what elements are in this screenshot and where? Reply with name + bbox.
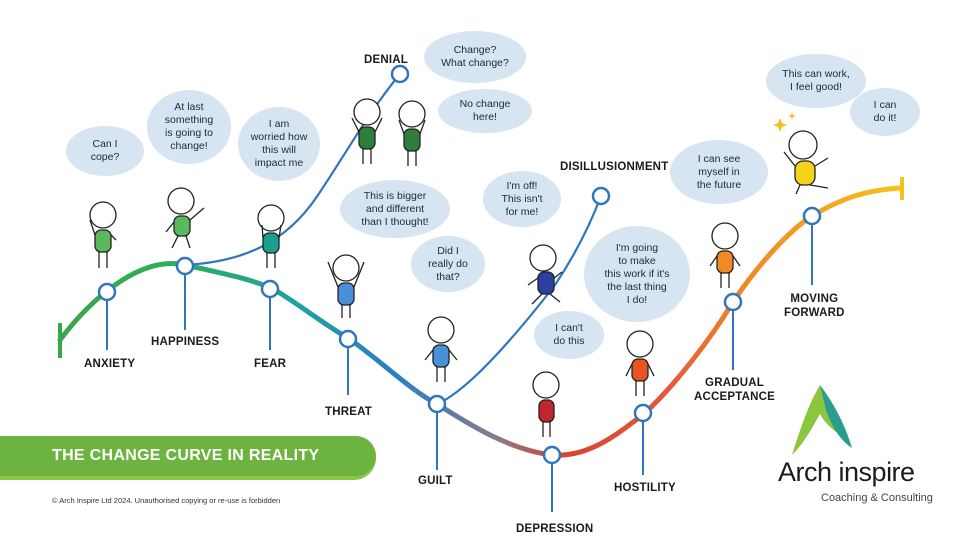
label-happiness: HAPPINESS — [151, 336, 220, 348]
thought-did-i: Did I really do that? — [411, 236, 485, 292]
label-hostility: HOSTILITY — [614, 482, 676, 494]
hostility-figure — [625, 330, 655, 396]
thought-bigger: This is bigger and different than I thou… — [340, 180, 450, 238]
change-curve-line — [57, 185, 903, 458]
disillusionment-branch-line — [436, 195, 603, 406]
anxiety-marker — [97, 282, 117, 302]
label-threat: THREAT — [325, 406, 372, 418]
gradual-acceptance-marker — [723, 292, 743, 312]
fear-marker — [260, 279, 280, 299]
label-gradual-acceptance: GRADUAL ACCEPTANCE — [694, 377, 776, 403]
depression-figure — [532, 371, 560, 437]
thought-this-can-work: This can work, I feel good! — [766, 54, 866, 108]
thought-change-what: Change? What change? — [424, 31, 526, 83]
label-moving-forward: MOVING FORWARD — [784, 293, 845, 319]
stage-markers — [97, 64, 822, 465]
guilt-figure — [424, 316, 458, 382]
moving-forward-figure — [783, 130, 829, 195]
label-denial: DENIAL — [364, 54, 409, 66]
label-disillusionment: DISILLUSIONMENT — [560, 161, 669, 173]
diagram-title: THE CHANGE CURVE IN REALITY — [52, 447, 320, 464]
acceptance-figure — [709, 222, 741, 288]
threat-marker — [338, 329, 358, 349]
brand-name: Arch inspire — [778, 457, 915, 488]
label-depression: DEPRESSION — [516, 523, 594, 535]
moving-forward-marker — [802, 206, 822, 226]
denial-figure-right — [398, 100, 426, 166]
threat-figure — [327, 254, 365, 318]
anxiety-figure — [89, 201, 117, 268]
denial-marker — [390, 64, 410, 84]
sparkle-icon — [773, 112, 796, 132]
thought-can-i-cope: Can I cope? — [66, 126, 144, 176]
guilt-marker — [427, 394, 447, 414]
thought-im-off: I'm off! This isn't for me! — [483, 171, 561, 227]
thought-no-change: No change here! — [438, 89, 532, 133]
depression-marker — [542, 445, 562, 465]
label-guilt: GUILT — [418, 475, 453, 487]
hostility-marker — [633, 403, 653, 423]
arch-inspire-logo-mark — [792, 385, 852, 455]
thought-at-last: At last something is going to change! — [147, 90, 231, 164]
happiness-figure — [165, 187, 205, 249]
label-fear: FEAR — [254, 358, 287, 370]
brand-name-light: inspire — [831, 457, 916, 487]
denial-figure-left — [351, 98, 383, 164]
thought-worried: I am worried how this will impact me — [238, 107, 320, 181]
label-anxiety: ANXIETY — [84, 358, 136, 370]
happiness-marker — [175, 256, 195, 276]
brand-tagline: Coaching & Consulting — [821, 492, 933, 504]
title-banner: THE CHANGE CURVE IN REALITY — [0, 436, 376, 476]
fear-figure — [257, 204, 285, 268]
thought-see-myself: I can see myself in the future — [670, 140, 768, 204]
thought-i-can: I can do it! — [850, 88, 920, 136]
thought-going-to-make: I'm going to make this work if it's the … — [584, 226, 690, 322]
running-figure — [527, 244, 563, 305]
disillusionment-marker — [591, 186, 611, 206]
thought-cant-do: I can't do this — [534, 311, 604, 359]
stage-drop-lines — [106, 216, 813, 512]
copyright-notice: © Arch Inspire Ltd 2024. Unauthorised co… — [52, 496, 281, 505]
brand-name-bold: Arch — [778, 457, 832, 487]
